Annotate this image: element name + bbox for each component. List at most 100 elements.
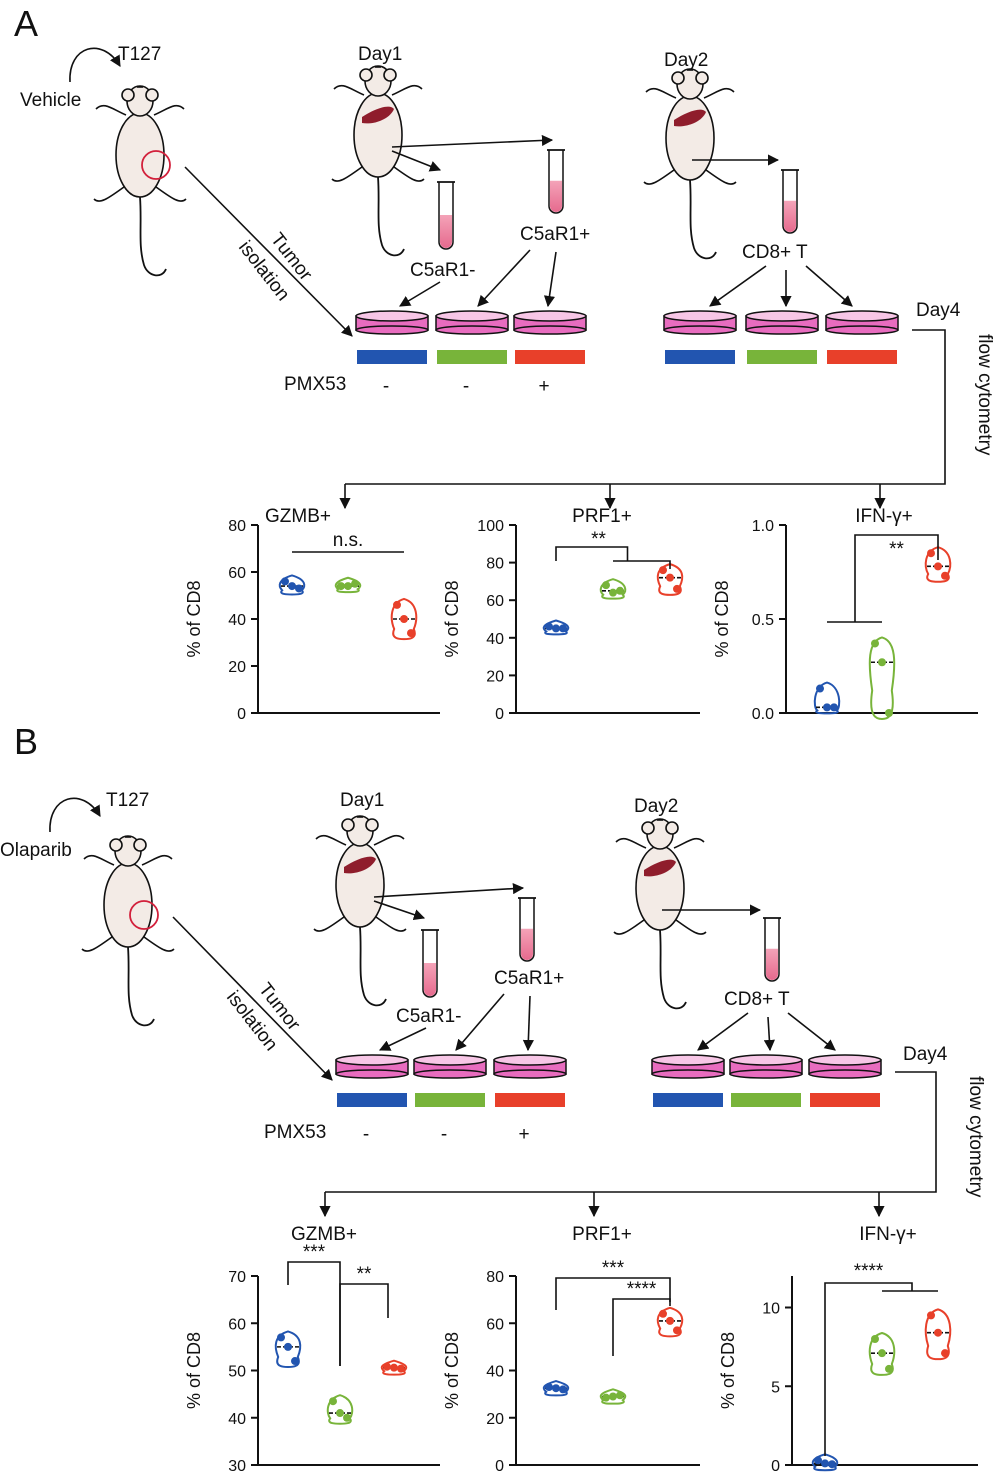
c5ar1-neg-tube xyxy=(421,929,439,998)
significance-bracket xyxy=(339,1283,389,1366)
violin-shape xyxy=(599,1388,627,1405)
data-point xyxy=(927,549,935,558)
data-point xyxy=(823,703,831,712)
mouse-icon xyxy=(613,818,707,1010)
data-point xyxy=(941,1349,949,1358)
data-point xyxy=(814,1456,822,1465)
data-point xyxy=(828,1460,836,1469)
data-point xyxy=(277,1333,285,1342)
data-point xyxy=(295,584,303,593)
group-color-bar xyxy=(495,1093,565,1107)
treatment-label: Olaparib xyxy=(0,840,72,861)
y-tick-label: 1.0 xyxy=(752,518,774,535)
y-tick-label: 0 xyxy=(495,706,504,723)
cd8-to-dish1-arrow xyxy=(697,1012,749,1051)
y-axis-label: % of CD8 xyxy=(184,1332,204,1409)
day4-label: Day4 xyxy=(916,300,961,321)
mouse-icon xyxy=(331,65,425,257)
y-axis-label: % of CD8 xyxy=(442,1332,462,1409)
drug-state: + xyxy=(538,376,549,397)
group-color-bar xyxy=(665,350,735,364)
day2-label: Day2 xyxy=(664,50,708,71)
drug-state: - xyxy=(363,1124,369,1145)
neg-to-dish1-arrow xyxy=(378,1027,427,1051)
significance-label: *** xyxy=(602,1258,625,1279)
injection-arrow xyxy=(49,797,101,833)
violin-shape xyxy=(542,619,570,636)
data-point xyxy=(407,629,415,638)
y-tick-label: 80 xyxy=(228,518,246,535)
day2-label: Day2 xyxy=(634,796,678,817)
data-point xyxy=(393,600,401,609)
significance-label: ** xyxy=(889,539,904,560)
drug-label: PMX53 xyxy=(264,1122,326,1143)
group-color-bar xyxy=(337,1093,407,1107)
chart-title: PRF1+ xyxy=(572,1224,632,1245)
cd8-label: CD8+ T xyxy=(742,242,808,263)
significance-label: ** xyxy=(357,1264,372,1285)
y-tick-label: 20 xyxy=(486,668,504,685)
panel-letter: B xyxy=(14,721,38,762)
data-point xyxy=(934,562,942,571)
data-point xyxy=(609,1392,617,1401)
culture-dish xyxy=(413,1054,487,1079)
drug-state: + xyxy=(518,1124,529,1145)
drug-state: - xyxy=(383,376,389,397)
data-point xyxy=(927,1311,935,1320)
significance-bracket xyxy=(555,546,629,561)
chart-title: PRF1+ xyxy=(572,506,632,527)
drug-state: - xyxy=(441,1124,447,1145)
y-tick-label: 50 xyxy=(228,1364,246,1381)
data-point xyxy=(336,1409,344,1418)
c5ar1-pos-label: C5aR1+ xyxy=(520,224,590,245)
culture-dish xyxy=(513,310,587,335)
violin-shape xyxy=(380,1359,408,1376)
injection-arrow xyxy=(69,47,121,83)
data-point xyxy=(383,1362,391,1371)
significance-label: ** xyxy=(591,529,606,550)
neg-to-dish1-arrow xyxy=(399,281,441,307)
mouse-icon xyxy=(93,85,187,277)
significance-bracket xyxy=(613,560,671,569)
data-point xyxy=(344,582,352,591)
group-color-bar xyxy=(357,350,427,364)
violin-shape xyxy=(599,578,627,600)
data-point xyxy=(552,1384,560,1393)
cd8-to-dish3-arrow xyxy=(805,265,853,307)
violin-shape xyxy=(334,576,362,594)
data-point xyxy=(666,1316,674,1325)
cd8-tube xyxy=(763,917,781,982)
sort-pos-arrow xyxy=(373,883,525,898)
culture-dish xyxy=(663,310,737,335)
cd8-to-dish1-arrow xyxy=(709,265,767,307)
group-color-bar xyxy=(827,350,897,364)
data-point xyxy=(609,588,617,597)
data-point xyxy=(941,571,949,580)
data-point xyxy=(329,1397,337,1406)
y-axis-label: % of CD8 xyxy=(718,1332,738,1409)
panel-letter: A xyxy=(14,3,38,44)
flow-connector xyxy=(325,1071,937,1193)
group-color-bar xyxy=(515,350,585,364)
chart-title: GZMB+ xyxy=(265,506,331,527)
data-point xyxy=(284,1342,292,1351)
y-tick-label: 0.0 xyxy=(752,706,774,723)
y-tick-label: 0 xyxy=(237,706,246,723)
data-point xyxy=(343,1413,351,1422)
violin-shape xyxy=(390,597,418,641)
violin-shape xyxy=(868,636,896,721)
treatment-label: Vehicle xyxy=(20,90,81,111)
data-point xyxy=(337,582,345,591)
c5ar1-neg-tube xyxy=(437,181,455,250)
significance-label: *** xyxy=(303,1242,326,1263)
data-point xyxy=(545,622,553,631)
chart-title: IFN-γ+ xyxy=(859,1224,917,1245)
y-axis-label: % of CD8 xyxy=(184,580,204,657)
c5ar1-pos-tube xyxy=(547,149,565,214)
c5ar1-pos-tube xyxy=(518,897,536,962)
tumor-isolation-arrow xyxy=(172,916,333,1081)
violin-shape xyxy=(326,1394,354,1425)
